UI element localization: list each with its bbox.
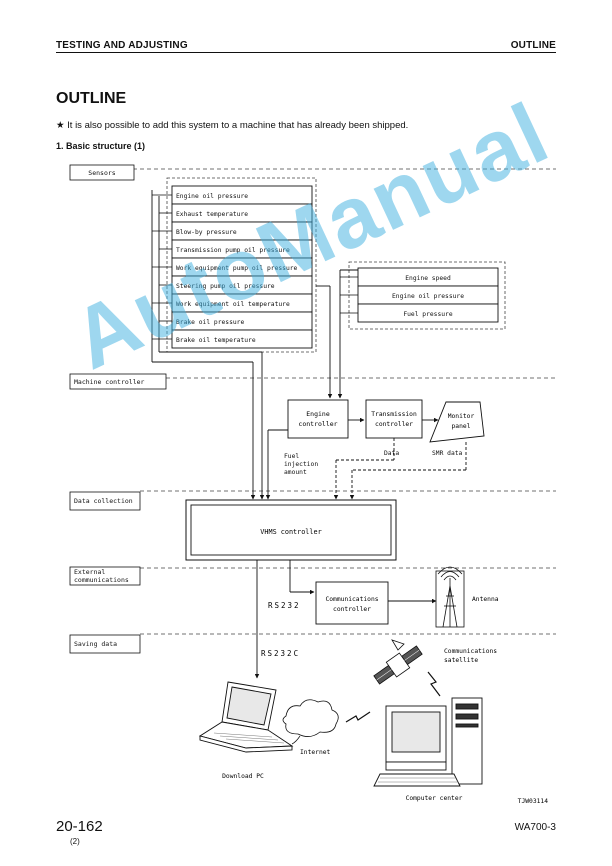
sensor-label: Brake oil temperature <box>176 337 256 344</box>
engine-controller-label-2: controller <box>298 420 337 428</box>
header-rule <box>56 52 556 53</box>
sensor-label: Work equipment oil temperature <box>176 301 290 308</box>
machine-model: WA700-3 <box>514 822 556 833</box>
computer-keyboard-icon <box>378 777 458 783</box>
transmission-controller-label-2: controller <box>375 421 413 428</box>
laptop-icon <box>198 681 294 753</box>
transmission-controller-box <box>365 399 423 439</box>
section-separators <box>133 168 556 635</box>
sensor-label: Steering pump oil pressure <box>176 283 275 290</box>
laptop-keyboard-icon <box>213 732 285 744</box>
internet-cloud-icon <box>282 699 339 737</box>
communications-controller-label-2: controller <box>333 606 371 613</box>
sensor-label: Engine oil pressure <box>392 293 464 300</box>
page-revision: (2) <box>70 837 80 846</box>
page-title: OUTLINE <box>56 90 127 107</box>
monitor-panel-label-1: Monitor <box>448 413 475 420</box>
cloud-tail-icon <box>291 735 301 745</box>
data-label: Data <box>384 450 399 457</box>
section-label-saving: Saving data <box>74 640 117 648</box>
sensor-label: Engine speed <box>405 275 451 282</box>
header-section-title: TESTING AND ADJUSTING <box>56 40 188 51</box>
rs232-label: RS232 <box>268 601 301 610</box>
sensor-label: Exhaust temperature <box>176 211 248 218</box>
computer-center-icon <box>373 697 483 787</box>
internet-signal-icon <box>345 711 371 723</box>
monitor-panel-shape <box>429 401 485 443</box>
transmission-controller-label-1: Transmission <box>371 411 417 418</box>
download-pc-label: Download PC <box>222 773 264 780</box>
communications-controller-label-1: Communications <box>325 596 378 603</box>
section-label-sensors: Sensors <box>88 169 115 177</box>
figure-id: TJW03114 <box>518 798 549 805</box>
engine-controller-label-1: Engine <box>306 410 330 418</box>
satellite-signal-icon <box>427 671 441 697</box>
section-label-data-collection: Data collection <box>74 497 133 505</box>
header-topic: OUTLINE <box>510 40 556 51</box>
section-heading: 1. Basic structure (1) <box>56 141 146 151</box>
page-number: 20-162 <box>56 818 103 835</box>
satellite-label-1: Communications <box>444 648 497 655</box>
monitor-panel-label-2: panel <box>452 423 471 430</box>
computer-center-label: Computer center <box>406 795 463 802</box>
fuel-injection-label-1: Fuel <box>284 453 299 460</box>
fuel-injection-label-2: injection <box>284 461 318 468</box>
sensor-label: Fuel pressure <box>403 311 452 318</box>
section-label-machine-controller: Machine controller <box>74 378 145 386</box>
smr-data-label: SMR data <box>432 450 463 457</box>
rs232c-label: RS232C <box>261 649 300 658</box>
engine-controller-box <box>287 399 349 439</box>
communications-controller-box <box>315 581 389 625</box>
satellite-label-2: satellite <box>444 657 478 664</box>
vhms-controller-inner <box>190 504 392 556</box>
sensor-label: Blow-by pressure <box>176 229 237 236</box>
antenna-icon <box>435 566 465 628</box>
sensor-label: Brake oil pressure <box>176 319 244 326</box>
sensor-label: Work equipment pump oil pressure <box>176 265 298 272</box>
internet-label: Internet <box>300 749 331 756</box>
sensor-label: Transmission pump oil pressure <box>176 247 290 254</box>
sensor-group-right-outline <box>348 261 506 330</box>
section-label-external-2: communications <box>74 576 129 584</box>
note-text: ★ It is also possible to add this system… <box>56 120 409 131</box>
antenna-label: Antenna <box>472 596 499 603</box>
fuel-injection-label-3: amount <box>284 469 307 476</box>
section-label-external-1: External <box>74 568 105 576</box>
satellite-icon <box>373 639 423 685</box>
vhms-controller-label: VHMS controller <box>260 528 321 536</box>
sensor-label: Engine oil pressure <box>176 193 248 200</box>
